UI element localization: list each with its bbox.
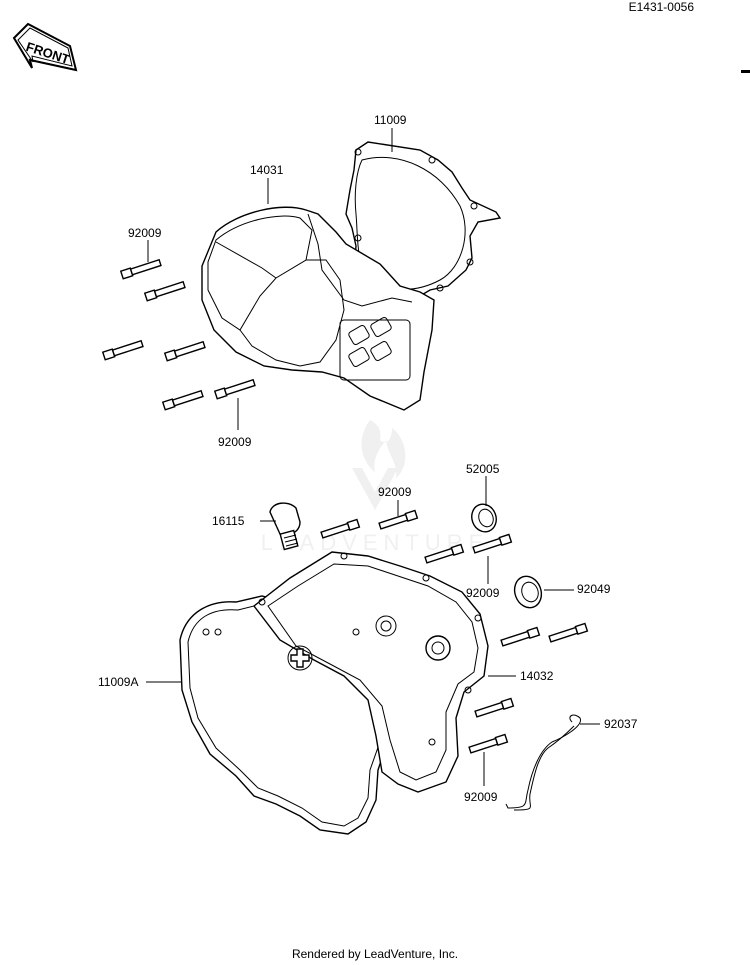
edge-mark [741, 70, 750, 73]
callout-11009: 11009 [374, 113, 407, 127]
cover-14031 [201, 206, 435, 411]
callout-52005: 52005 [466, 462, 500, 476]
cover-vent-slots [339, 317, 411, 381]
oil-seal-52005 [471, 503, 497, 533]
cover-14032 [202, 551, 489, 793]
callout-92009-upper: 92009 [128, 226, 162, 240]
callout-92049: 92049 [577, 582, 611, 596]
leader-lines [146, 128, 600, 786]
oil-seal-92049 [513, 575, 543, 609]
gasket-11009 [345, 141, 502, 301]
callout-92009-bottom: 92009 [464, 790, 498, 804]
callout-labels: 11009 14031 92009 92009 52005 92009 1611… [98, 113, 638, 804]
callout-92037: 92037 [604, 717, 638, 731]
callout-16115: 16115 [212, 514, 245, 528]
wire-clip-92037 [505, 714, 581, 811]
plug-16115 [269, 502, 301, 551]
footer-credit: Rendered by LeadVenture, Inc. [291, 947, 459, 961]
callout-92009-center: 92009 [378, 485, 412, 499]
cross-emblem [287, 645, 313, 671]
callout-92009-upper-lower: 92009 [218, 435, 252, 449]
callout-14032: 14032 [520, 669, 554, 683]
callout-11009A: 11009A [98, 675, 138, 689]
screws-lower [320, 509, 589, 754]
front-arrow-badge: FRONT [12, 22, 78, 72]
callout-92009-right: 92009 [466, 586, 500, 600]
diagram-id: E1431-0056 [628, 0, 694, 14]
screws-upper [101, 258, 256, 411]
callout-14031: 14031 [250, 163, 284, 177]
